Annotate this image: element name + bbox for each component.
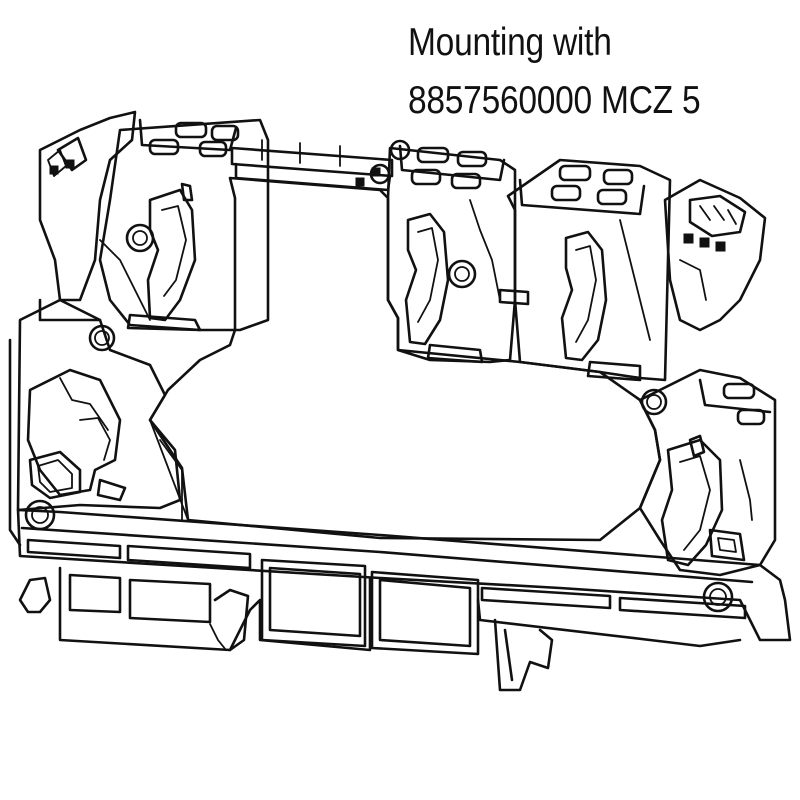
base-rail xyxy=(16,508,792,692)
caption-line-1: Mounting with xyxy=(408,21,612,64)
caption: Mounting with 8857560000 MCZ 5 xyxy=(408,14,701,130)
upper-left-module xyxy=(38,110,270,332)
upper-right-module xyxy=(663,178,767,332)
right-lower-module xyxy=(638,368,777,613)
bridge-comb xyxy=(230,139,411,192)
right-center-module xyxy=(498,158,672,382)
caption-line-2: 8857560000 MCZ 5 xyxy=(408,79,701,122)
left-frame xyxy=(8,298,182,547)
center-module xyxy=(386,144,517,364)
